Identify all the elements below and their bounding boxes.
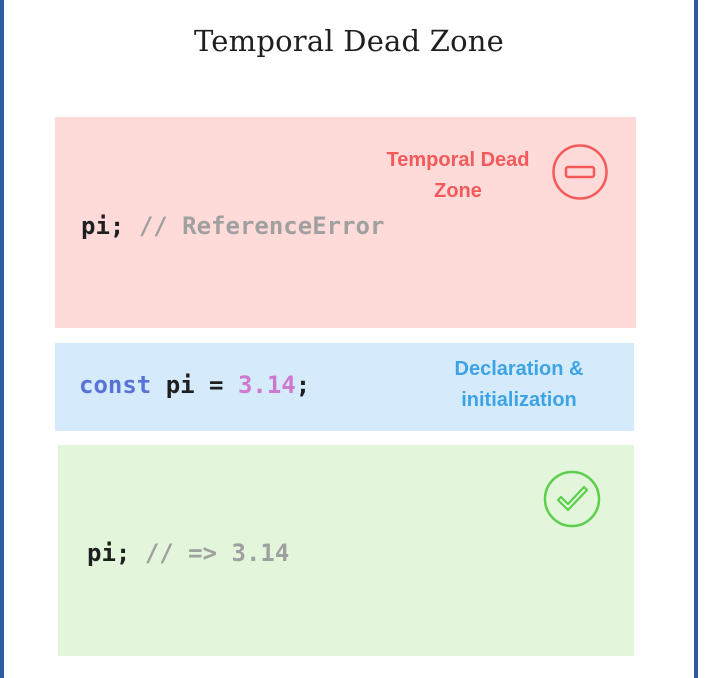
initialized-code-comment: // => 3.14 (144, 539, 290, 567)
minus-circle-icon (552, 144, 608, 200)
declaration-code-line: const pi = 3.14; (79, 371, 310, 399)
tdz-code-identifier: pi; (81, 212, 125, 240)
temporal-dead-zone-label-line2: Zone (434, 180, 482, 202)
declaration-code-semicolon: ; (295, 371, 311, 399)
initialized-panel: pi; // => 3.14 (58, 445, 634, 656)
declaration-label: Declaration & initialization (432, 354, 606, 416)
declaration-code-keyword: const (79, 371, 152, 399)
frame-border-right (694, 0, 698, 678)
temporal-dead-zone-label-line1: Temporal Dead (386, 149, 530, 171)
initialized-code-identifier: pi; (87, 539, 131, 567)
frame-border-left (0, 0, 4, 678)
check-circle-icon (543, 470, 601, 528)
declaration-code-identifier: pi = (165, 371, 224, 399)
temporal-dead-zone-panel: Temporal Dead Zone pi; // ReferenceError (55, 117, 636, 328)
page-title: Temporal Dead Zone (194, 24, 504, 58)
tdz-code-comment: // ReferenceError (138, 212, 385, 240)
initialized-code-line: pi; // => 3.14 (87, 539, 289, 567)
declaration-code-number: 3.14 (237, 371, 296, 399)
declaration-label-line2: initialization (461, 389, 577, 411)
temporal-dead-zone-label: Temporal Dead Zone (360, 145, 556, 207)
declaration-panel: const pi = 3.14; Declaration & initializ… (55, 343, 634, 431)
tdz-code-line: pi; // ReferenceError (81, 212, 384, 240)
declaration-label-line1: Declaration & (454, 358, 584, 380)
